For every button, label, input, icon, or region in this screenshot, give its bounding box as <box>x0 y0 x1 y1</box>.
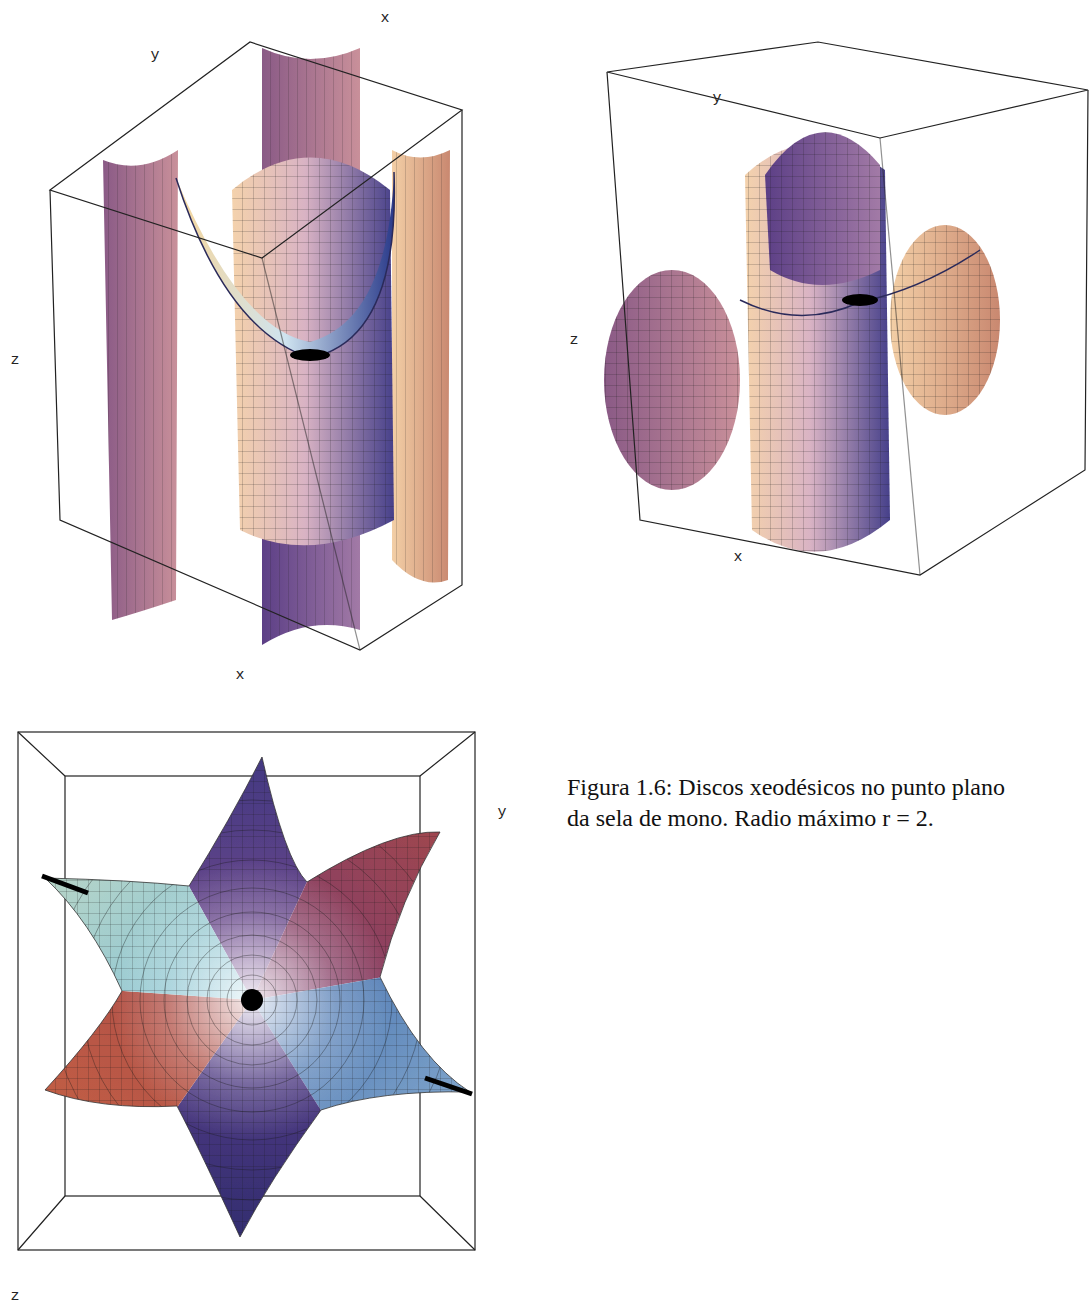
axis-label: z <box>10 1289 19 1304</box>
plot-bottom <box>0 600 646 1314</box>
axis-label: x <box>733 550 742 565</box>
axis-label: y <box>712 91 721 106</box>
axis-label: y <box>497 805 506 820</box>
axis-label: y <box>150 48 159 63</box>
figure-caption: Figura 1.6: Discos xeodésicos no punto p… <box>567 772 1022 834</box>
axis-label: x <box>380 11 389 26</box>
plot-right <box>604 42 1088 575</box>
axis-label: z <box>569 333 578 348</box>
axis-label: z <box>10 353 19 368</box>
plot-left <box>50 42 462 650</box>
axis-label: x <box>235 668 244 683</box>
